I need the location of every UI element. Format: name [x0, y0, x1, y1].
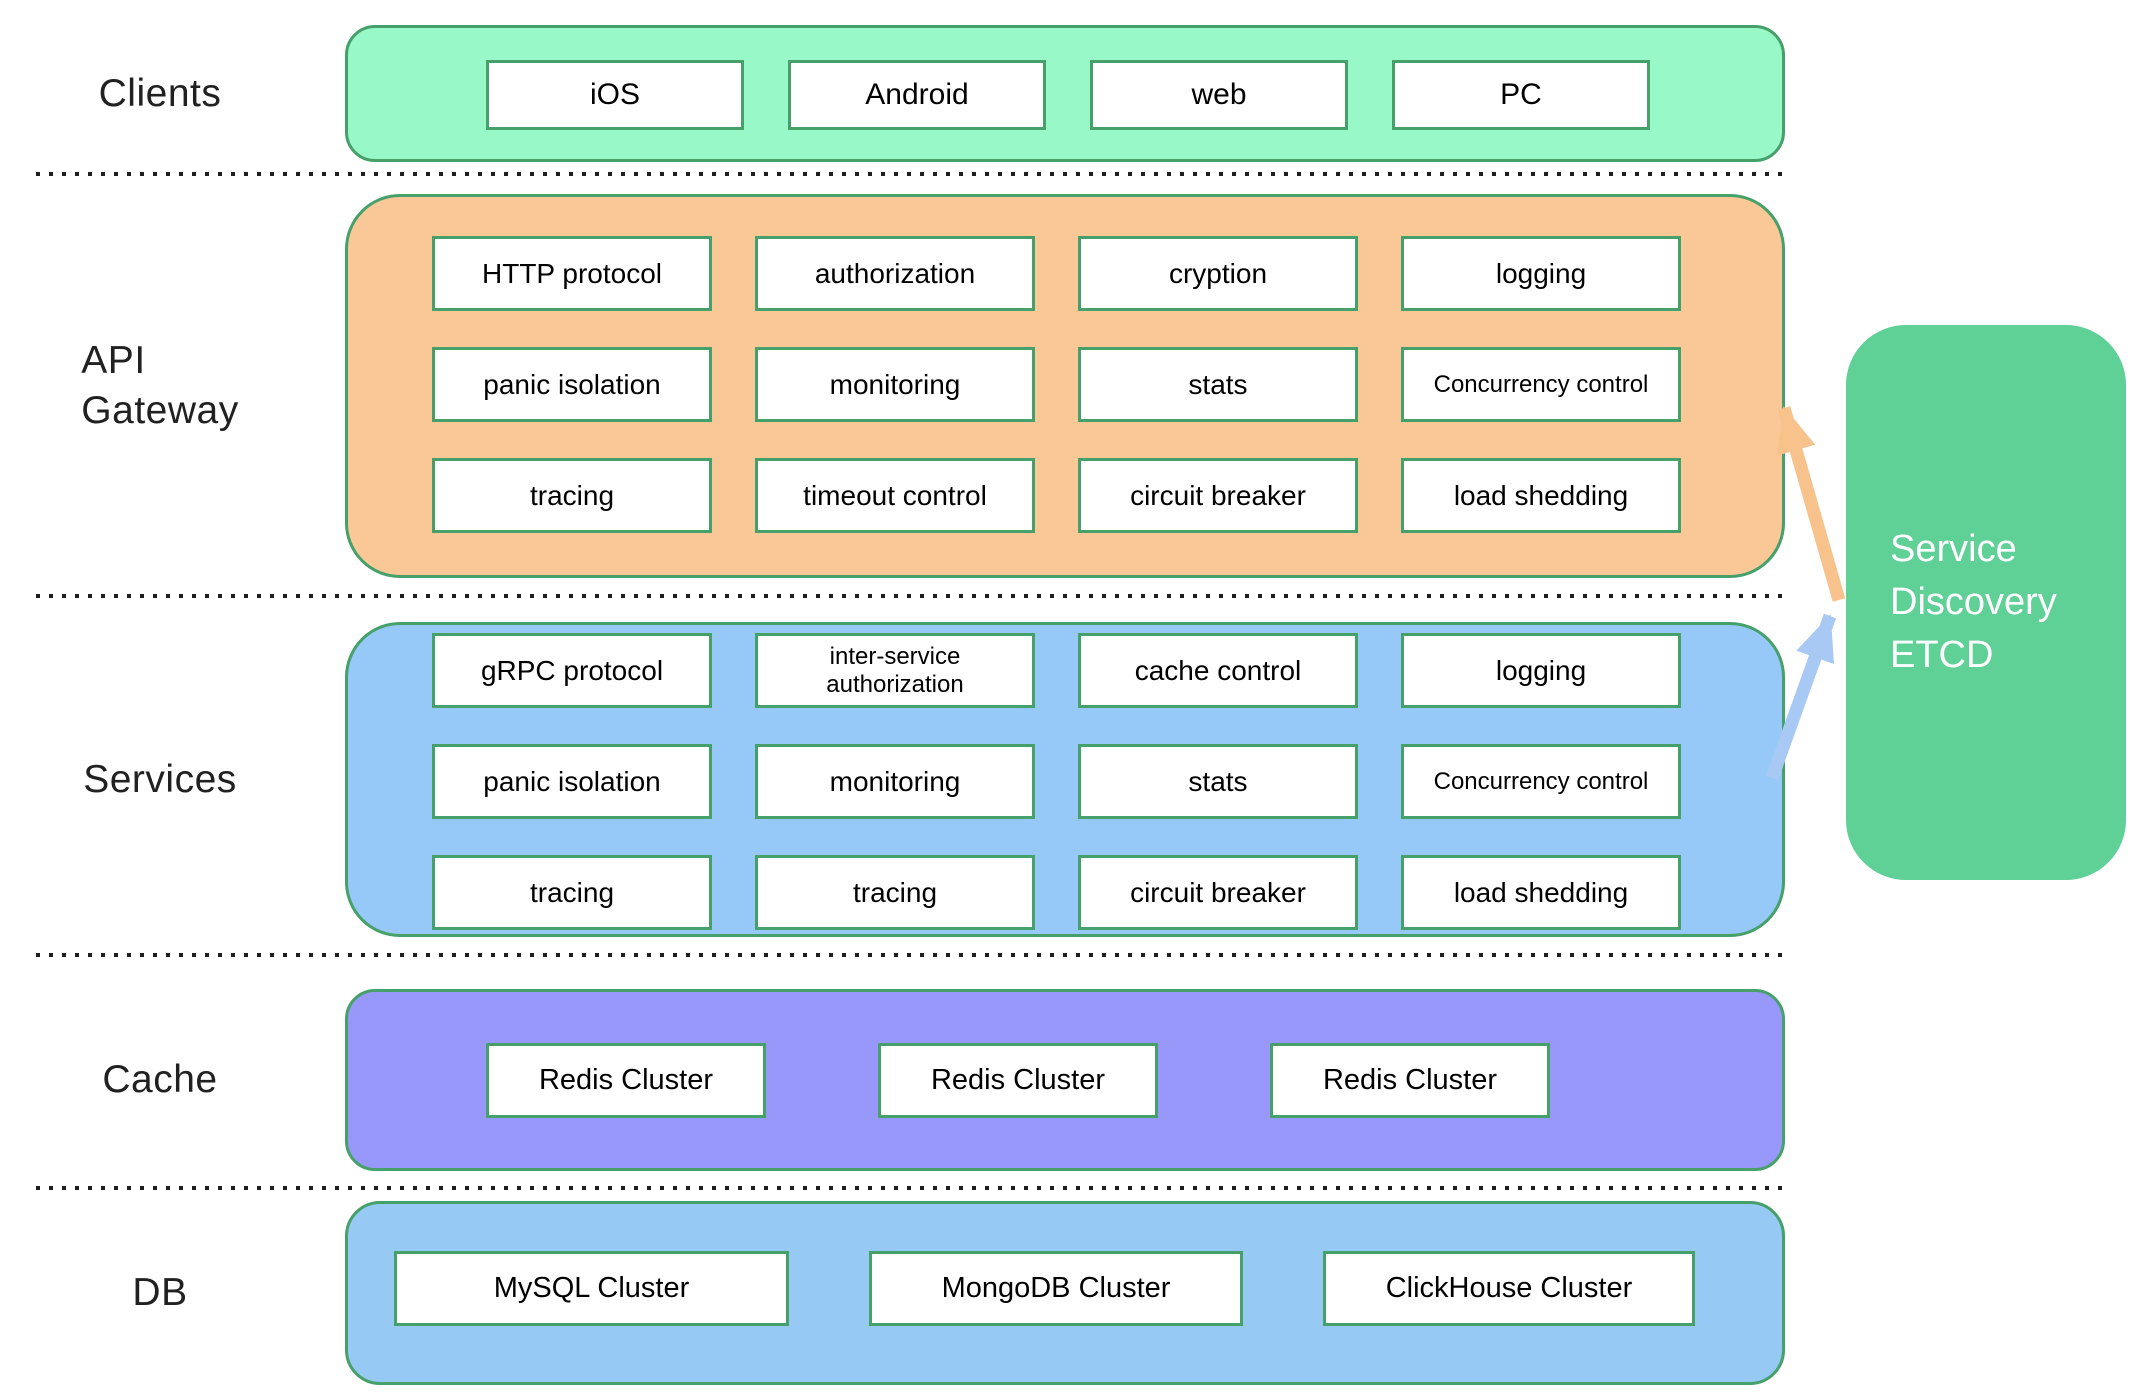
service-discovery-etcd-box: Service Discovery ETCD	[1846, 325, 2126, 880]
gateway-node-http-protocol: HTTP protocol	[432, 236, 712, 311]
service-node-panic-isolation: panic isolation	[432, 744, 712, 819]
api-gateway-label-line1: API	[81, 339, 146, 382]
service-node-cache-control: cache control	[1078, 633, 1358, 708]
db-node-mysql: MySQL Cluster	[394, 1251, 789, 1326]
etcd-label-line1: Service	[1890, 528, 2017, 570]
gateway-node-authorization: authorization	[755, 236, 1035, 311]
api-gateway-band: HTTP protocol authorization cryption log…	[345, 194, 1785, 578]
client-node-ios: iOS	[486, 60, 744, 130]
layer-divider	[36, 1186, 1788, 1190]
layer-label-clients: Clients	[98, 71, 222, 115]
cache-band: Redis Cluster Redis Cluster Redis Cluste…	[345, 989, 1785, 1171]
service-node-circuit-breaker: circuit breaker	[1078, 855, 1358, 930]
api-gateway-label-line2: Gateway	[81, 389, 239, 432]
gateway-node-concurrency-control: Concurrency control	[1401, 347, 1681, 422]
gateway-node-panic-isolation: panic isolation	[432, 347, 712, 422]
services-band: gRPC protocol inter-service authorizatio…	[345, 622, 1785, 937]
layer-label-db: DB	[132, 1271, 188, 1314]
db-node-clickhouse: ClickHouse Cluster	[1323, 1251, 1695, 1326]
db-node-mongodb: MongoDB Cluster	[869, 1251, 1243, 1326]
service-node-tracing-1: tracing	[432, 855, 712, 930]
arrow-etcd-to-gateway	[1776, 406, 1846, 602]
etcd-label-line2: Discovery	[1890, 581, 2057, 623]
service-node-concurrency-control: Concurrency control	[1401, 744, 1681, 819]
gateway-node-load-shedding: load shedding	[1401, 458, 1681, 533]
layer-divider	[36, 594, 1788, 598]
layer-divider	[36, 172, 1788, 176]
client-node-android: Android	[788, 60, 1046, 130]
layer-label-cache: Cache	[102, 1058, 218, 1101]
client-node-pc: PC	[1392, 60, 1650, 130]
db-band: MySQL Cluster MongoDB Cluster ClickHouse…	[345, 1201, 1785, 1385]
client-node-web: web	[1090, 60, 1348, 130]
service-node-tracing-2: tracing	[755, 855, 1035, 930]
gateway-node-monitoring: monitoring	[755, 347, 1035, 422]
layer-label-services: Services	[83, 757, 237, 801]
cache-node-redis-3: Redis Cluster	[1270, 1043, 1550, 1118]
layer-label-api-gateway: API Gateway	[15, 194, 305, 578]
service-node-grpc-protocol: gRPC protocol	[432, 633, 712, 708]
service-node-monitoring: monitoring	[755, 744, 1035, 819]
service-node-inter-service-authorization: inter-service authorization	[755, 633, 1035, 708]
cache-node-redis-1: Redis Cluster	[486, 1043, 766, 1118]
gateway-node-stats: stats	[1078, 347, 1358, 422]
service-node-logging: logging	[1401, 633, 1681, 708]
etcd-label-line3: ETCD	[1890, 634, 1994, 676]
gateway-node-cryption: cryption	[1078, 236, 1358, 311]
gateway-node-tracing: tracing	[432, 458, 712, 533]
layer-divider	[36, 953, 1788, 957]
layer-label-api-gateway-text: API Gateway	[81, 336, 238, 436]
clients-band: iOS Android web PC	[345, 25, 1785, 162]
gateway-node-circuit-breaker: circuit breaker	[1078, 458, 1358, 533]
discovery-arrows	[1765, 406, 1846, 781]
service-node-stats: stats	[1078, 744, 1358, 819]
service-node-load-shedding: load shedding	[1401, 855, 1681, 930]
gateway-node-logging: logging	[1401, 236, 1681, 311]
cache-node-redis-2: Redis Cluster	[878, 1043, 1158, 1118]
gateway-node-timeout-control: timeout control	[755, 458, 1035, 533]
arrow-services-to-etcd	[1765, 613, 1837, 781]
